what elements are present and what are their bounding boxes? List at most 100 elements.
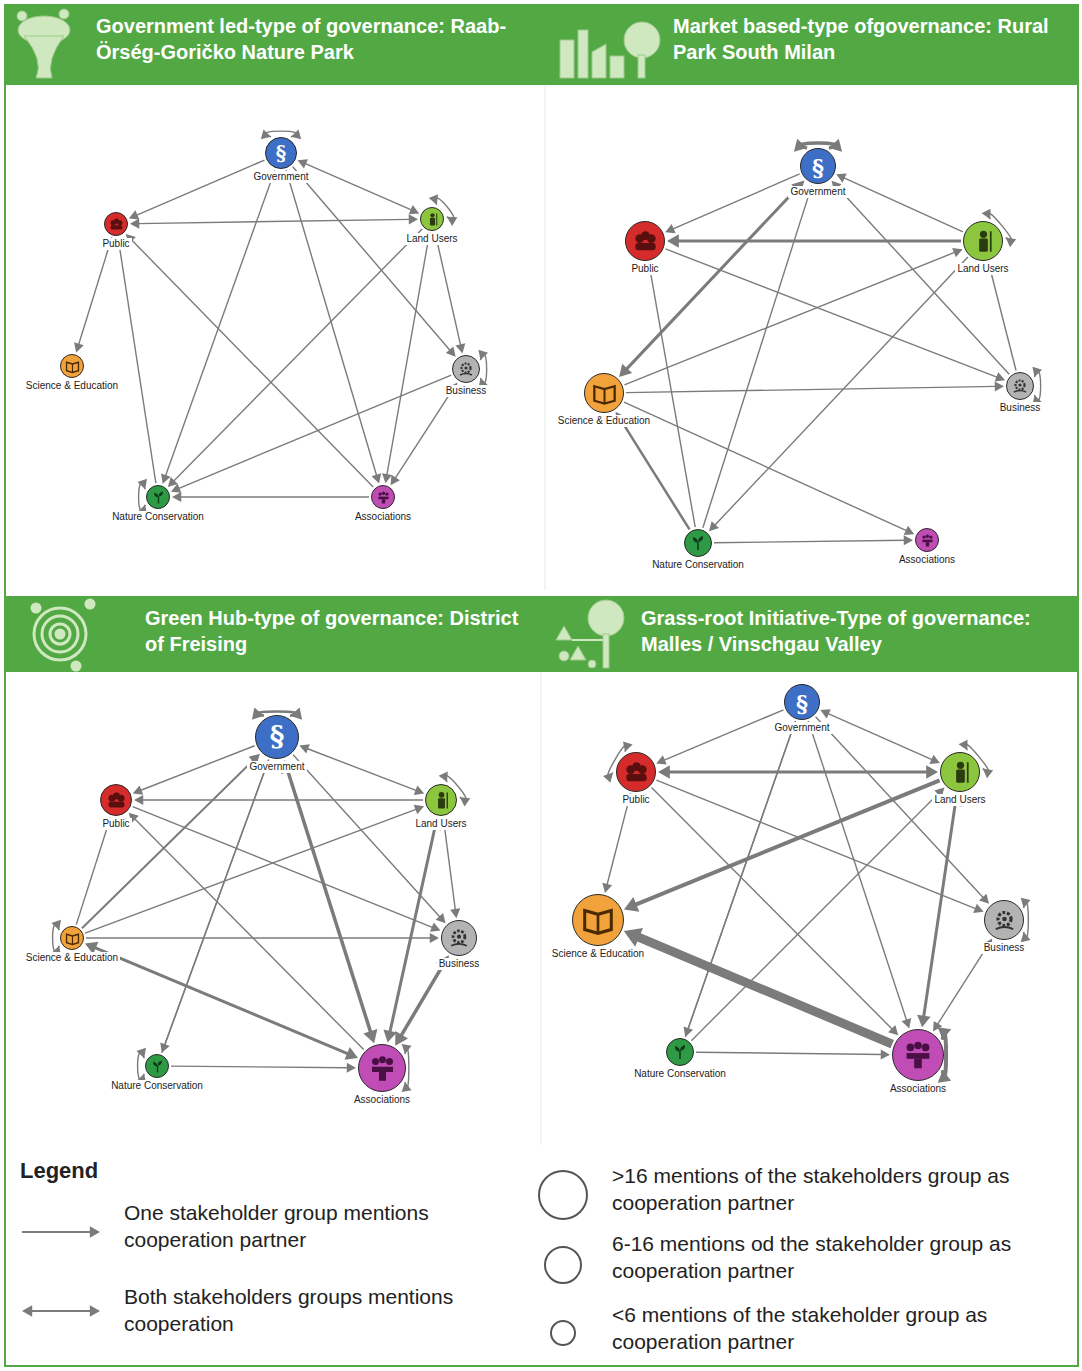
icon-holder xyxy=(590,379,619,408)
stakeholder-icon xyxy=(899,1036,937,1074)
arrow-head xyxy=(395,1031,408,1046)
cooperation-arrow xyxy=(832,181,1010,374)
stakeholder-node: Business xyxy=(950,372,1082,414)
stakeholder-circle xyxy=(584,373,624,413)
icon-holder xyxy=(375,489,392,506)
cooperation-arrow xyxy=(917,794,962,1028)
stakeholder-circle xyxy=(60,354,84,378)
panel-title: Grass-root Initiative-Type of governance… xyxy=(641,606,1071,657)
cooperation-arrow xyxy=(685,721,797,1037)
cooperation-arrow xyxy=(666,249,1006,382)
arrow-head xyxy=(460,797,470,806)
arrow-head xyxy=(836,174,846,183)
stakeholder-icon xyxy=(64,930,81,947)
stakeholder-node: §Government xyxy=(732,684,872,734)
cooperation-arrow xyxy=(808,721,911,1028)
stakeholder-node: Nature Conservation xyxy=(628,529,768,571)
cooperation-arrow xyxy=(696,1049,890,1059)
cooperation-arrow xyxy=(130,214,418,228)
cooperation-line xyxy=(94,947,350,1054)
panel-icon xyxy=(17,9,70,78)
arrow-head xyxy=(983,769,993,779)
arrow-head xyxy=(133,785,143,794)
cooperation-arrow xyxy=(665,174,799,233)
stakeholder-label: Government xyxy=(247,761,306,773)
arrow-head xyxy=(171,483,181,492)
cooperation-arrow xyxy=(85,942,358,1060)
stakeholder-label: Land Users xyxy=(955,263,1010,275)
arrow-head xyxy=(137,479,147,489)
cooperation-arrow xyxy=(299,744,424,795)
cooperation-arrow xyxy=(82,754,260,928)
header-band xyxy=(5,5,1078,85)
cooperation-arrow xyxy=(684,721,796,1037)
icon-holder xyxy=(946,758,975,787)
government-symbol: § xyxy=(270,723,285,751)
legend-circle xyxy=(545,1247,581,1283)
stakeholder-label: Science & Education xyxy=(550,948,646,960)
arrow-head xyxy=(959,740,968,751)
cooperation-arrow xyxy=(391,382,458,485)
cooperation-arrow xyxy=(161,170,276,484)
arrow-head xyxy=(299,744,309,753)
cooperation-arrow xyxy=(171,1063,356,1073)
cooperation-line xyxy=(685,728,793,1037)
stakeholder-node: Science & Education xyxy=(2,354,142,392)
arrow-head xyxy=(624,928,643,947)
cooperation-line xyxy=(634,780,940,905)
divider xyxy=(541,672,542,1145)
cooperation-line xyxy=(141,799,423,800)
stakeholder-node: Science & Education xyxy=(528,894,668,960)
cooperation-line xyxy=(136,160,265,215)
cooperation-arrow xyxy=(703,185,814,528)
stakeholder-node: §Government xyxy=(748,148,888,198)
legend-line xyxy=(22,1231,92,1233)
stakeholder-icon xyxy=(946,758,975,787)
stakeholder-circle: § xyxy=(265,137,297,169)
stakeholder-label: Science & Education xyxy=(556,415,652,427)
stakeholder-icon xyxy=(150,489,167,506)
stakeholder-icon xyxy=(108,216,125,233)
stakeholder-icon xyxy=(622,758,651,787)
cooperation-arrow xyxy=(133,807,441,932)
stakeholder-label: Public xyxy=(620,794,651,806)
arrow-head xyxy=(391,475,400,485)
arrow-head xyxy=(829,139,842,152)
stakeholder-icon xyxy=(579,901,617,939)
arrow-head xyxy=(709,521,719,531)
cooperation-arrow xyxy=(115,238,156,483)
stakeholder-icon xyxy=(149,1058,166,1075)
cooperation-line xyxy=(663,710,783,761)
cooperation-line xyxy=(173,229,422,482)
governance-panel: Grass-root Initiative-Type of governance… xyxy=(541,592,1082,1145)
arrow-head xyxy=(603,773,613,783)
icon-holder xyxy=(430,789,453,812)
cooperation-arrow xyxy=(86,933,439,943)
arrow-head xyxy=(414,786,424,795)
stakeholder-circle xyxy=(104,212,128,236)
arrow-head xyxy=(952,248,962,257)
arrow-head xyxy=(1032,367,1042,377)
stakeholder-icon xyxy=(365,1051,400,1086)
cooperation-line xyxy=(444,825,455,911)
stakeholder-label: Associations xyxy=(352,1094,412,1106)
cooperation-line xyxy=(178,375,451,489)
stakeholder-icon xyxy=(446,925,472,951)
cooperation-line xyxy=(395,389,454,479)
arrow-head xyxy=(414,805,424,814)
cooperation-line xyxy=(437,240,461,346)
government-symbol: § xyxy=(276,143,286,163)
legend-sample xyxy=(22,1305,100,1316)
cooperation-arrow xyxy=(297,159,419,214)
arrow-head xyxy=(881,1049,890,1059)
cooperation-line xyxy=(837,186,1010,374)
panel-icon xyxy=(556,600,624,668)
cooperation-arrow xyxy=(286,170,381,483)
panel-title: Green Hub-type of governance: District o… xyxy=(145,606,535,657)
icon-holder xyxy=(631,227,660,256)
arrow-head xyxy=(345,1047,359,1060)
arrow-head xyxy=(261,129,271,139)
stakeholder-circle xyxy=(963,221,1003,261)
arrow-head xyxy=(478,350,488,360)
stakeholder-node: §Government xyxy=(211,137,351,183)
